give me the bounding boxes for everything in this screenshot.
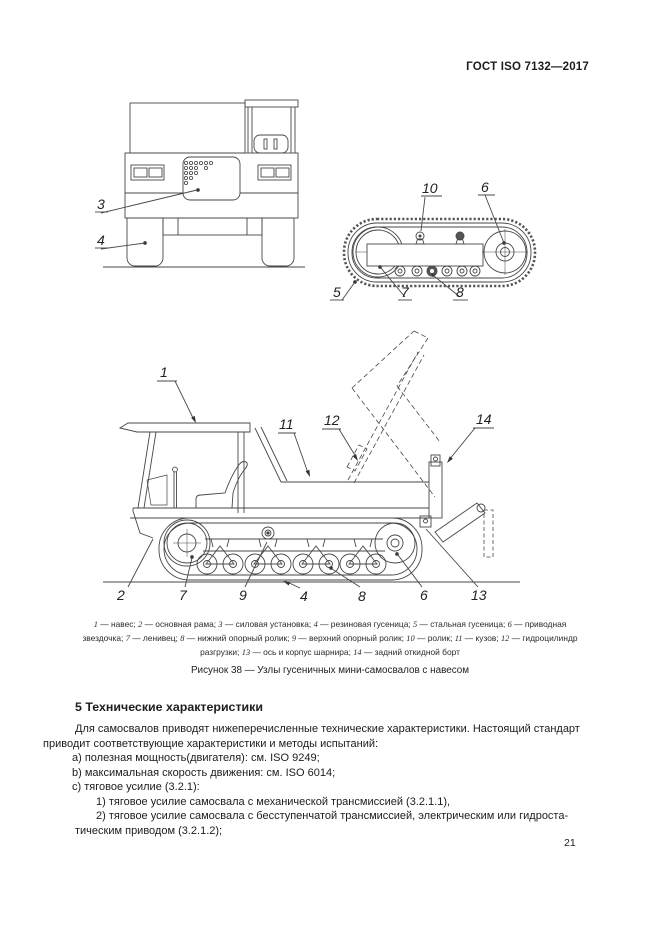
callout-12-cylinder: 12	[324, 412, 340, 428]
list-item-c: с) тяговое усилие (3.2.1):	[72, 781, 200, 793]
list-subitem-1: 1) тяговое усилие самосвала с механическ…	[96, 796, 451, 808]
figure-title: Рисунок 38 — Узлы гусеничных мини-самосв…	[190, 665, 470, 676]
callout-1-canopy: 1	[160, 364, 168, 380]
drive-sprocket-side	[374, 522, 416, 564]
callout-8-bottom-roller: 8	[456, 284, 464, 300]
tailgate	[428, 454, 494, 558]
callout-6-sprocket: 6	[481, 179, 489, 195]
figure-caption: 1 — навес; 2 — основная рама; 3 — силова…	[30, 618, 630, 659]
callout-7-idler: 7	[401, 284, 410, 300]
paragraph-line: приводит соответствующие характеристики …	[43, 738, 379, 750]
callout-5-steel-track: 5	[333, 284, 341, 300]
callout-11-body: 11	[279, 416, 294, 432]
caption-line: разгрузки; 13 — ось и корпус шарнира; 14…	[200, 646, 460, 657]
callout-leaders	[127, 380, 494, 589]
callout-3-powerplant: 3	[97, 196, 105, 212]
callout-14-tailgate: 14	[476, 411, 492, 427]
canopy	[118, 422, 251, 513]
list-item-a: а) полезная мощность(двигателя): см. ISO…	[72, 752, 320, 764]
callout-13-hinge: 13	[471, 587, 487, 603]
hinge-bracket	[419, 515, 432, 528]
callout-4-rubber-track: 4	[300, 588, 308, 604]
callout-9-top-roller: 9	[239, 587, 247, 603]
hydraulic-cylinder-phantom	[346, 351, 425, 484]
callout-6-sprocket: 6	[420, 587, 428, 603]
top-roller-side	[261, 526, 275, 540]
rubber-track-side	[158, 517, 423, 581]
callout-4-rubber-track: 4	[97, 232, 105, 248]
top-roller	[455, 231, 465, 241]
callout-8-bottom-roller: 8	[358, 588, 366, 604]
operator-seat	[195, 461, 248, 509]
front-view-machine	[95, 99, 305, 268]
list-subitem-2-continued: тическим приводом (3.2.1.2);	[75, 825, 223, 837]
idler-wheel-side	[163, 519, 211, 567]
left-rubber-track	[126, 217, 164, 267]
control-lever	[172, 466, 178, 508]
paragraph-line: Для самосвалов приводят нижеперечисленны…	[75, 723, 580, 735]
front-view-drawing: 3 4	[95, 99, 305, 268]
document-header: ГОСТ ISO 7132—2017	[466, 61, 589, 73]
page-number: 21	[564, 837, 576, 849]
callout-10-roller: 10	[422, 180, 438, 196]
caption-line: звездочка; 7 — ленивец; 8 — нижний опорн…	[82, 632, 578, 643]
right-rubber-track	[261, 217, 295, 267]
list-subitem-2: 2) тяговое усилие самосвала с бесступенч…	[96, 810, 569, 822]
dump-body	[254, 426, 435, 518]
bogie-rollers	[196, 538, 387, 575]
engine-grille	[182, 156, 241, 201]
raised-body-phantom	[351, 330, 441, 498]
side-view-machine	[103, 330, 520, 589]
list-item-b: b) максимальная скорость движения: см. I…	[72, 767, 336, 779]
grille-holes	[184, 161, 214, 186]
bottom-rollers	[394, 265, 481, 277]
console	[146, 474, 168, 506]
section-heading: 5 Технические характеристики	[75, 700, 263, 714]
track-assembly-drawing: 10 6 5 7 8	[330, 179, 537, 301]
track-frame	[366, 243, 484, 267]
steel-track-assembly	[330, 194, 537, 301]
caption-line: 1 — навес; 2 — основная рама; 3 — силова…	[93, 619, 567, 629]
callout-7-idler: 7	[179, 587, 188, 603]
steel-track-chain	[342, 217, 537, 288]
callout-2-frame: 2	[116, 587, 125, 603]
side-view-drawing: 1 11 12 14 2 7 9 4 8 6 13	[103, 330, 520, 604]
